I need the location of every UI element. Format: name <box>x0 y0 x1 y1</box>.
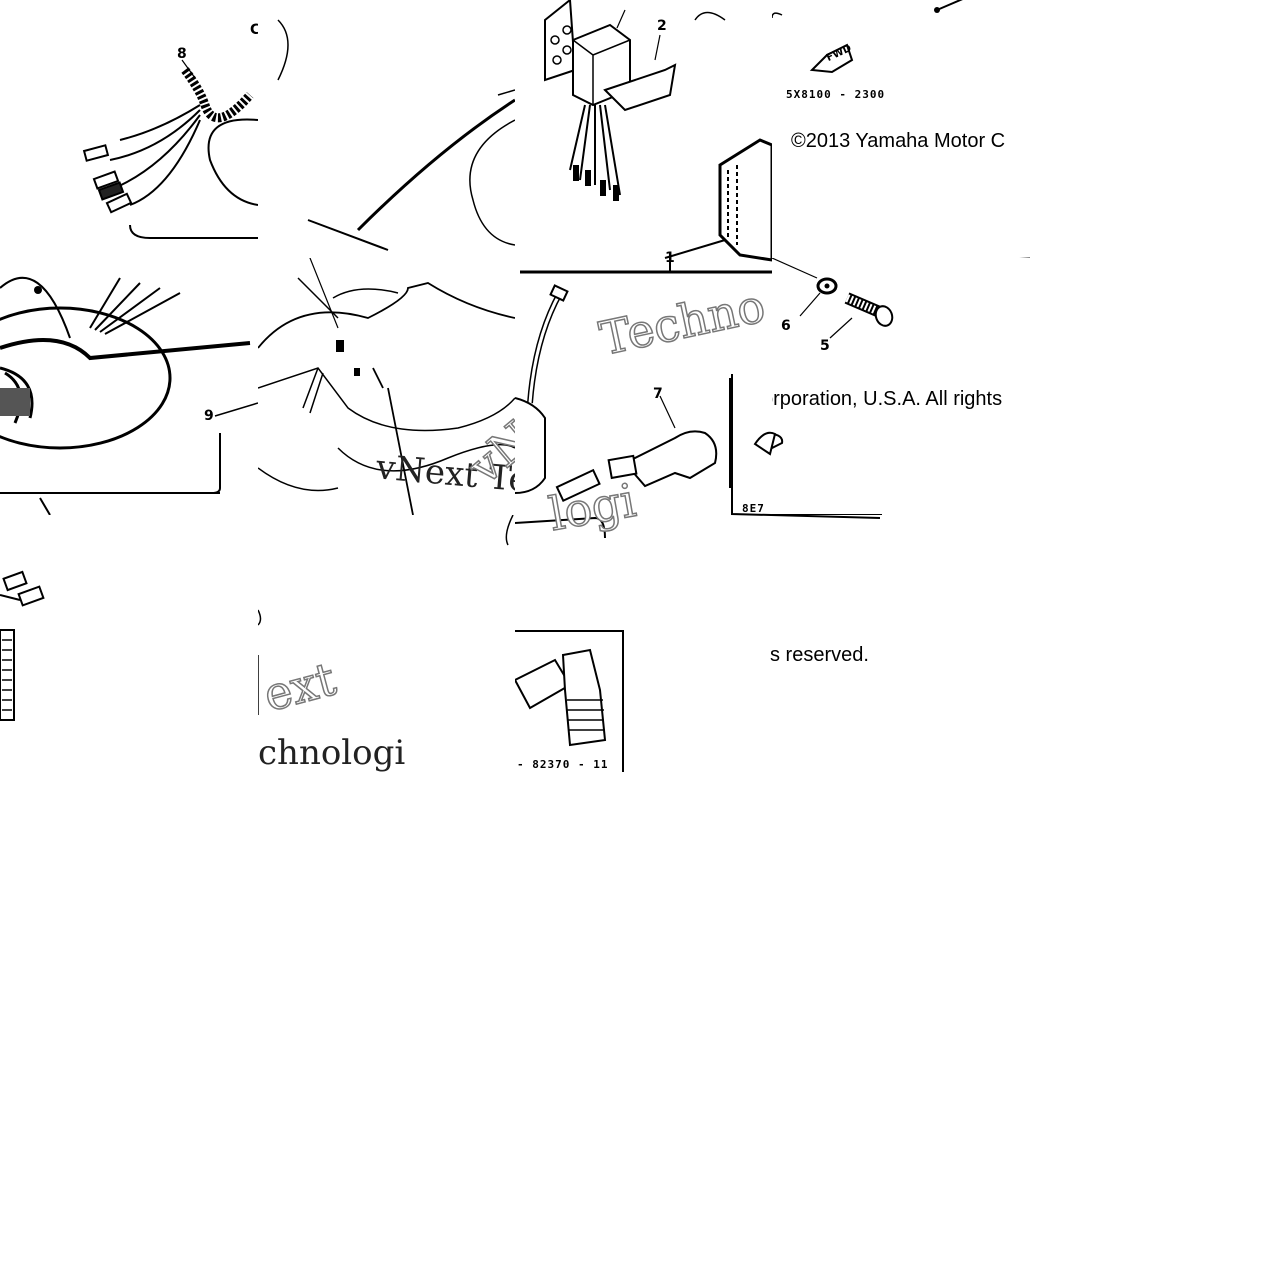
callout-6: 6 <box>781 318 791 334</box>
washer-icon <box>816 277 838 295</box>
connector-panel <box>0 515 258 772</box>
copyright-line-2: orporation, U.S.A. All rights <box>772 388 1003 410</box>
fwd-panel: FWD 5X8100 - 2300 ©2013 Yamaha Motor C <box>772 0 1030 258</box>
callout-c: C <box>250 22 258 38</box>
cdi-unit-icon <box>520 0 772 274</box>
cap-part-code: - 82370 - 11 <box>517 758 609 771</box>
callout-1: 1 <box>665 250 675 266</box>
plug-cap-inset: 8E7 <box>730 374 882 520</box>
callout-9: 9 <box>204 408 214 424</box>
motorcycle-detail-panel: 3 vNext Te vNe <box>258 258 515 515</box>
part-code-top-right: 5X8100 - 2300 <box>786 88 886 101</box>
plug-cap-box-panel: - 82370 - 11 <box>515 630 625 772</box>
callout-7: 7 <box>653 386 663 402</box>
harness-panel-mid-left: 9 <box>0 258 258 515</box>
spark-plug-panel: 7 Techno logi <box>515 278 772 545</box>
copyright-line-1: ©2013 Yamaha Motor C <box>791 130 1006 152</box>
spark-plug-cap-icon <box>515 284 731 539</box>
callout-8: 8 <box>177 46 187 62</box>
bolt-washer-panel: 6 5 orporation, U.S.A. All rights 7 <box>772 258 1030 515</box>
wire-harness-icon <box>82 59 258 239</box>
fwd-arrow-icon <box>809 43 854 74</box>
motorcycle-outline-icon <box>258 258 515 515</box>
harness-panel-top-left: 8 C <box>0 0 258 258</box>
copyright-line-3: s reserved. <box>770 644 869 666</box>
cdi-unit-panel: 2 1 <box>515 0 772 278</box>
callout-5: 5 <box>820 338 830 354</box>
callout-2: 2 <box>657 18 667 34</box>
bolt-icon <box>844 292 894 327</box>
watermark-panel: ext chnologi <box>258 515 515 772</box>
inset-part-code: 8E7 <box>742 502 765 515</box>
motorcycle-panel <box>258 0 515 258</box>
watermark-chnologi: chnologi <box>258 733 406 772</box>
